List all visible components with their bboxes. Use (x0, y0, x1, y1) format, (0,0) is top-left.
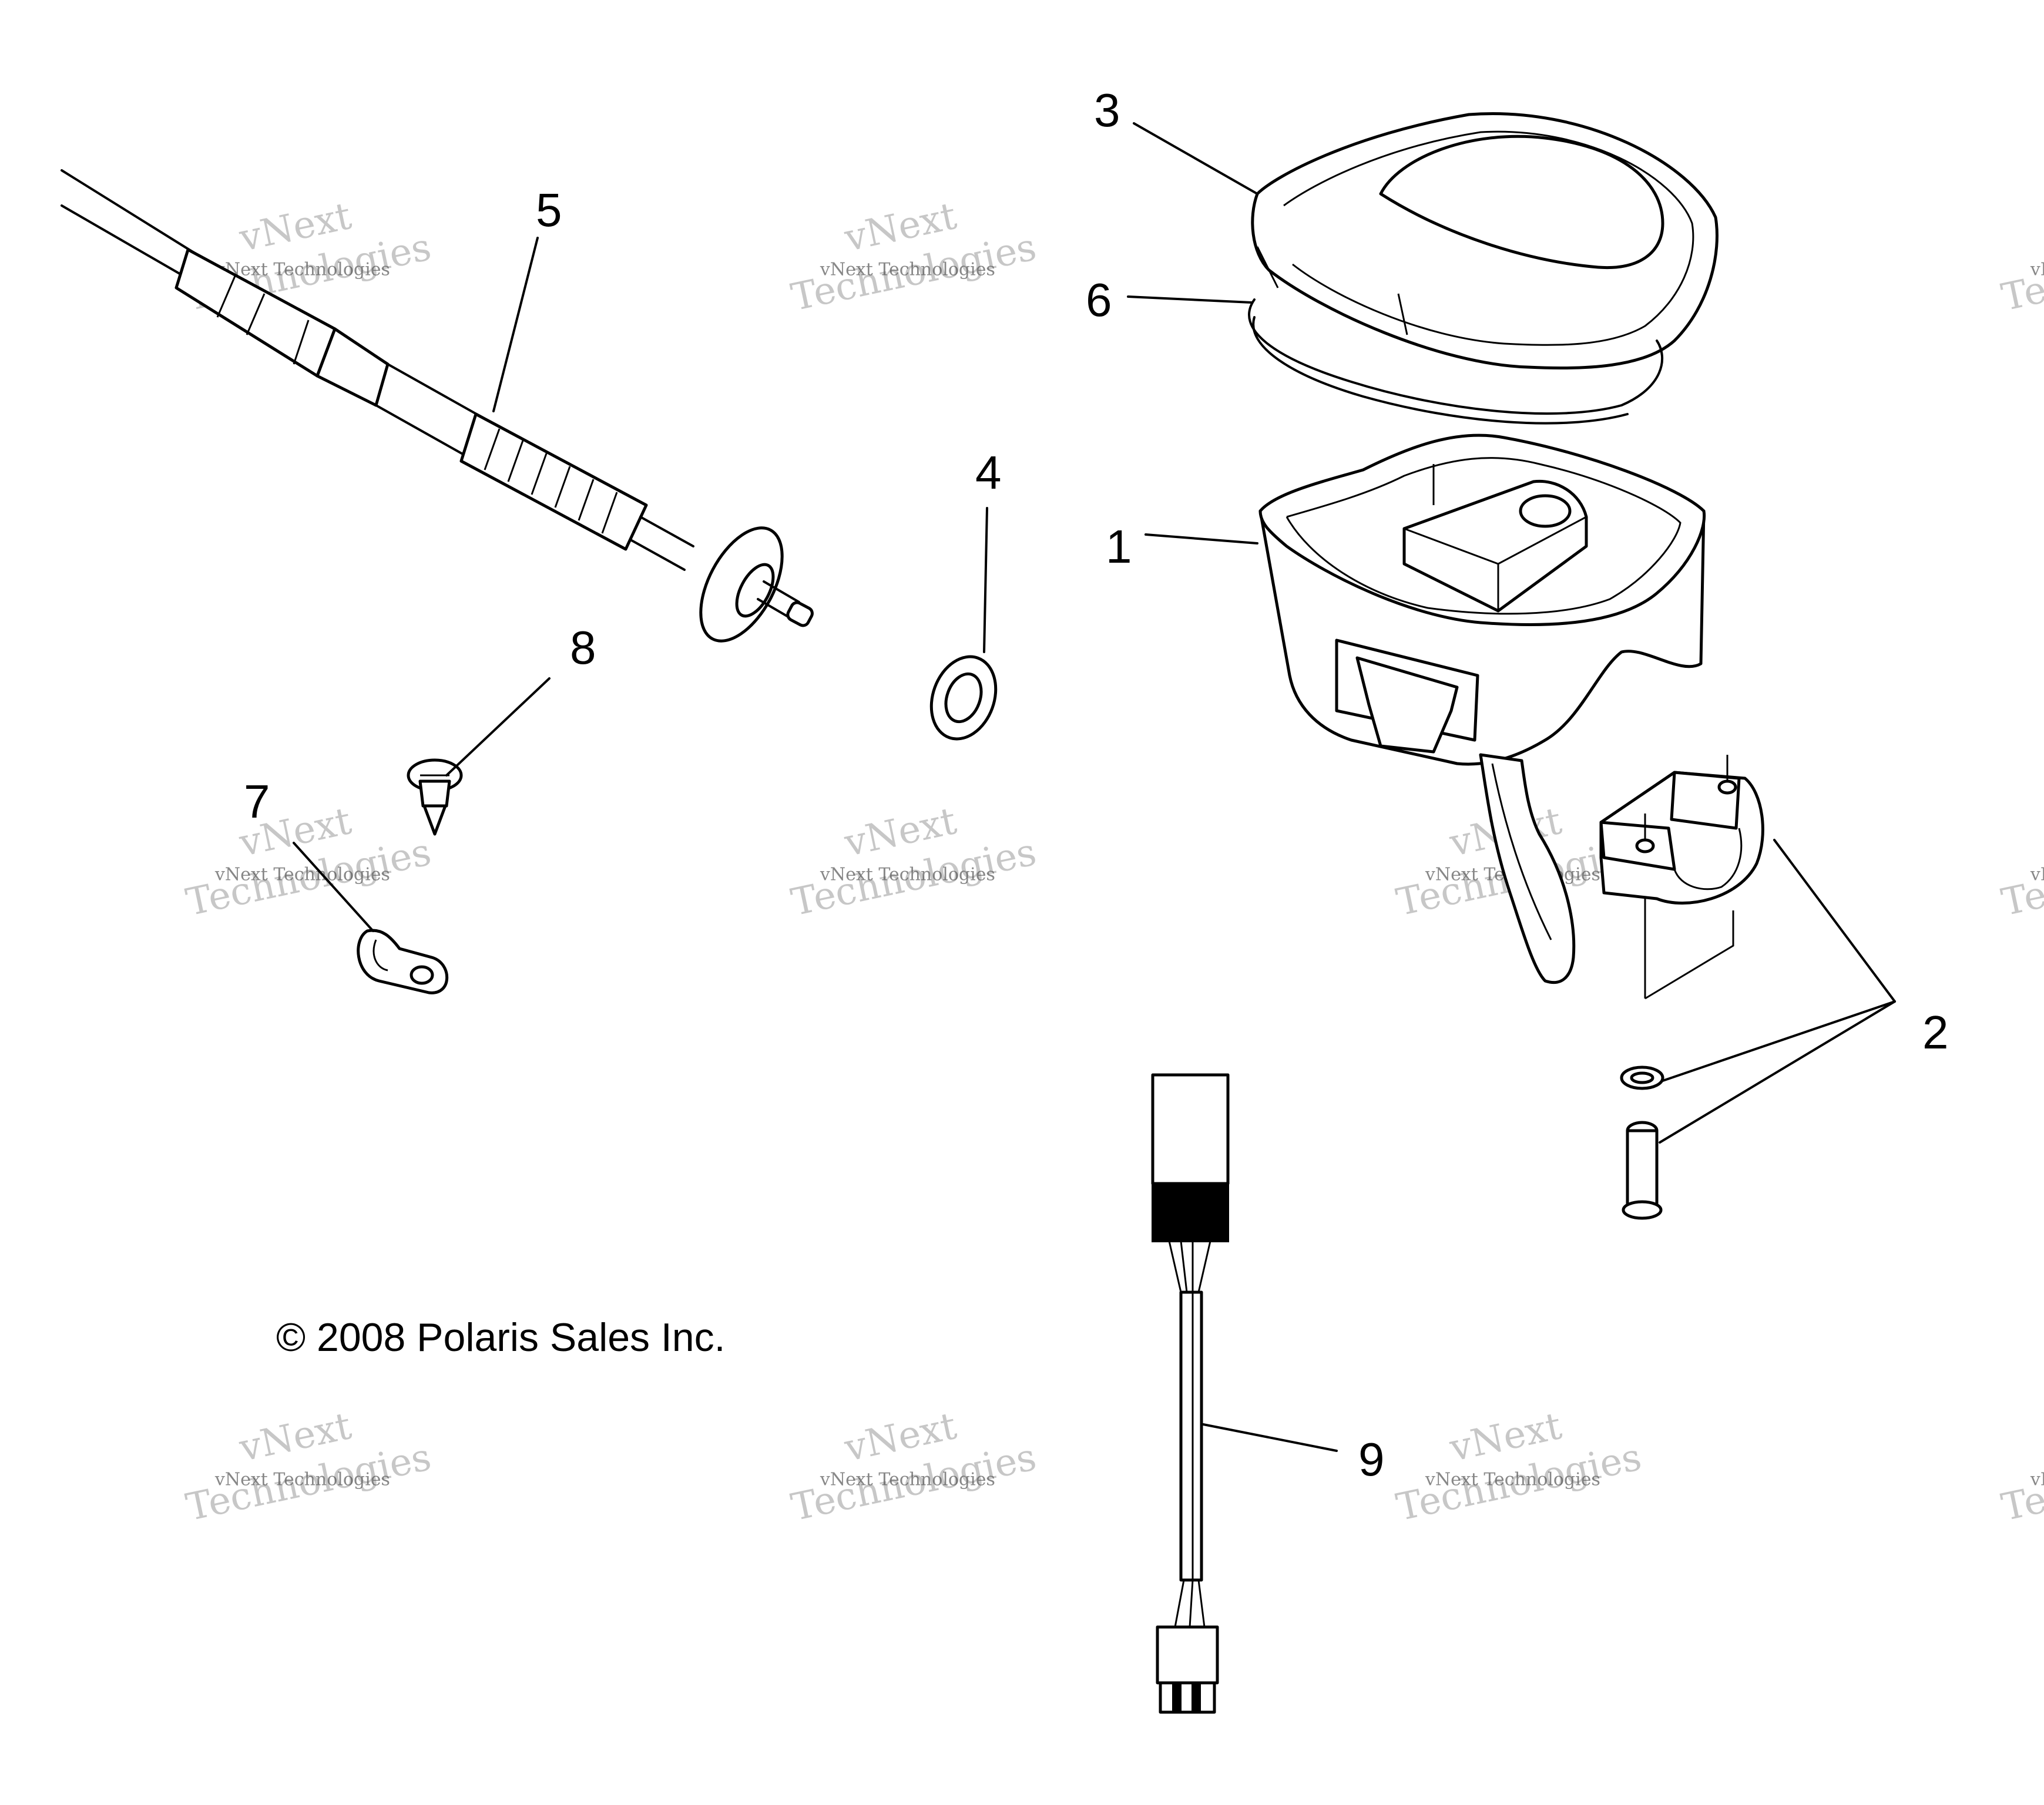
callout-5: 5 (536, 184, 562, 236)
watermark-small: vNext Technologies (2030, 1469, 2044, 1490)
watermark-small: vNext Technologies (820, 1469, 995, 1490)
callout-1: 1 (1106, 520, 1132, 573)
watermark-small: vNext Technologies (1425, 1469, 1600, 1490)
callout-9: 9 (1358, 1433, 1385, 1485)
part-5-throttle-cable (61, 169, 814, 643)
part-3-cover (1133, 112, 1719, 370)
watermark-small: vNext Technologies (2030, 259, 2044, 280)
watermark-small: vNext Technologies (2030, 864, 2044, 885)
watermark-small: vNext Technologies (214, 259, 390, 280)
watermark-small: vNext Technologies (214, 864, 390, 885)
part-7-cable-clamp (293, 842, 449, 994)
watermark-small: vNext Technologies (820, 259, 995, 280)
callout-7: 7 (244, 775, 270, 828)
part-1-switch-housing (1144, 433, 1706, 984)
part-6-gasket (1127, 295, 1664, 425)
copyright-text: © 2008 Polaris Sales Inc. (276, 1315, 726, 1360)
watermark-small: vNext Technologies (214, 1469, 390, 1490)
part-8-push-rivet (407, 677, 551, 836)
callout-3: 3 (1094, 84, 1120, 136)
callout-labels: 1 2 3 4 5 6 7 8 9 (244, 84, 1949, 1485)
part-9-wire-harness (1151, 1073, 1338, 1714)
watermark-small: vNext Technologies (820, 864, 995, 885)
callout-8: 8 (570, 621, 596, 674)
callout-6: 6 (1086, 274, 1112, 326)
part-4-washer (929, 507, 998, 741)
callout-4: 4 (975, 446, 1002, 499)
part-2-clamp-screw (1599, 755, 1896, 1220)
callout-2: 2 (1922, 1006, 1949, 1058)
